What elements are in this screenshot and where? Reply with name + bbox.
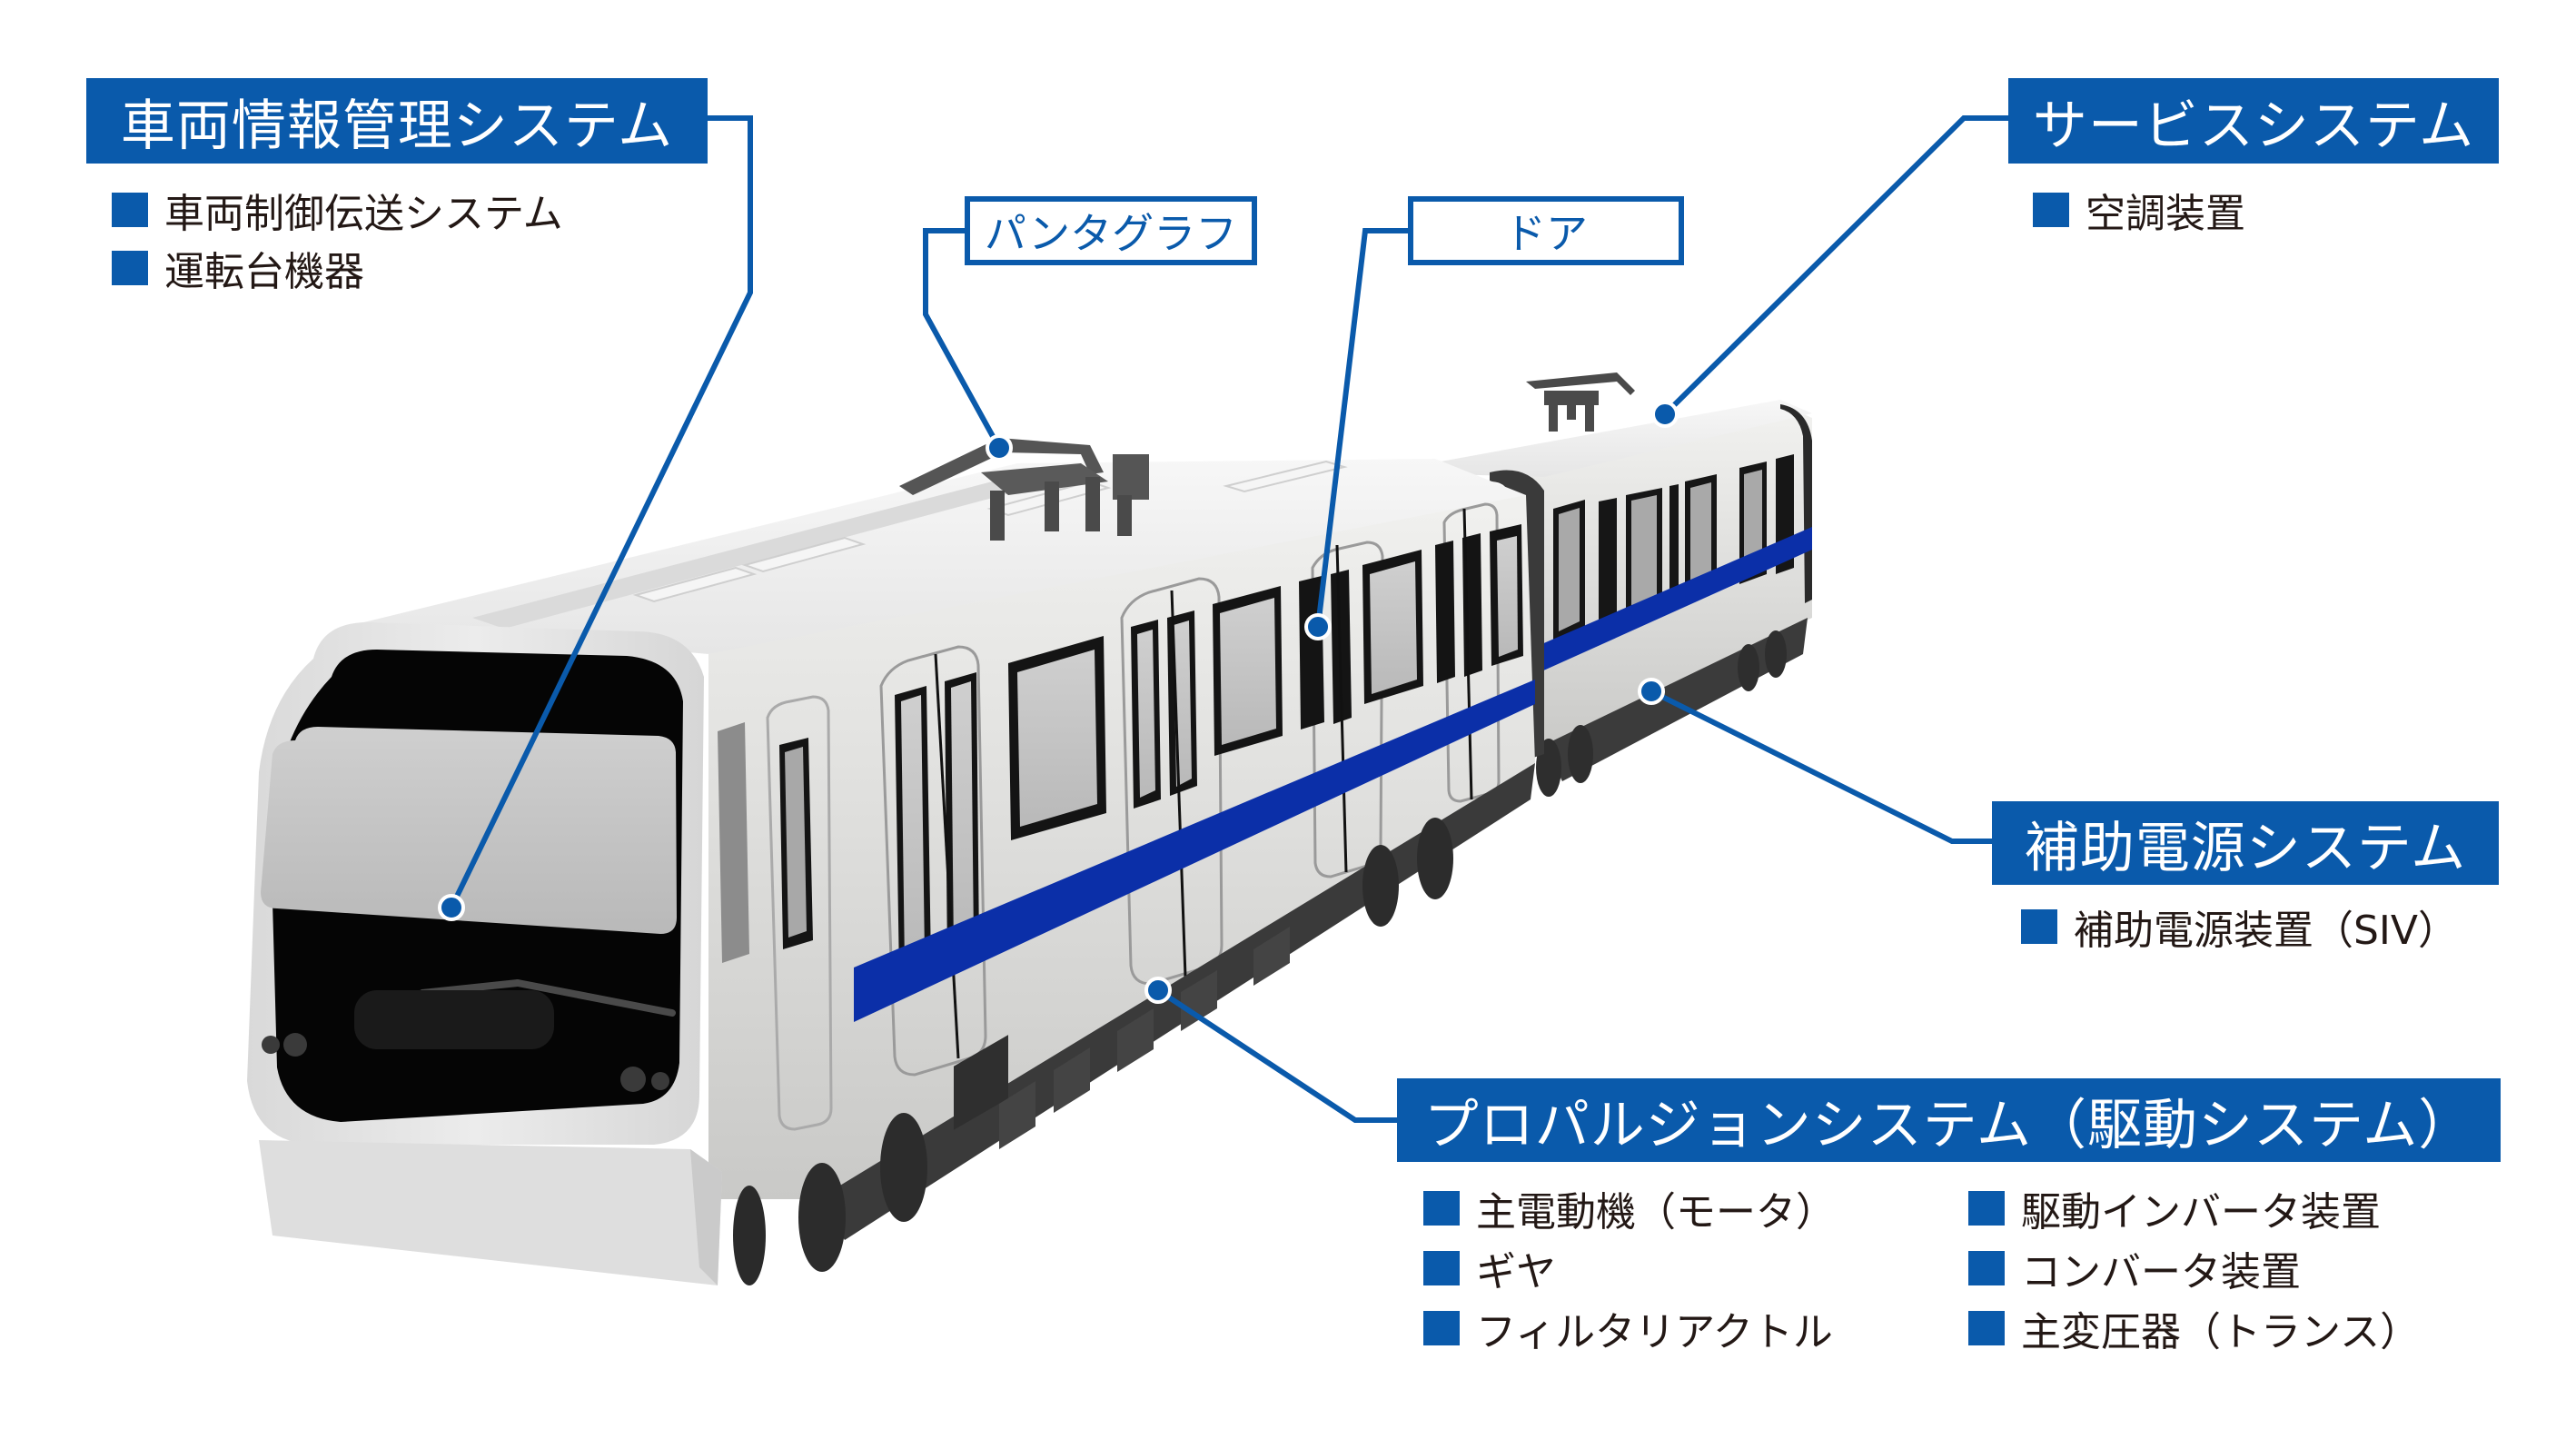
windscreen [261,727,677,934]
bullet-square-icon [1423,1311,1460,1345]
bullet-square-icon [1423,1251,1460,1285]
service-item: 空調装置 [2033,191,2245,237]
propulsion-item-label: フィルタリアクトル [1476,1309,1833,1355]
propulsion-item: フィルタリアクトル [1423,1309,1833,1355]
vehicle-info-item: 運転台機器 [112,249,364,295]
propulsion-item-label: ギヤ [1476,1249,1556,1295]
vehicle-info-system-title: 車両情報管理システム [86,78,708,164]
leader-vehicle-info [449,115,753,909]
leader-aux-power [1650,689,1992,844]
propulsion-item: 主電動機（モータ） [1423,1189,1836,1236]
leader-lines [449,115,2008,1123]
propulsion-item: 駆動インバータ装置 [1968,1189,2381,1236]
propulsion-item: ギヤ [1423,1249,1556,1295]
dot-propulsion [1144,977,1172,1004]
rear-pantograph [1526,372,1635,432]
propulsion-item-label: 主電動機（モータ） [1476,1189,1836,1236]
leader-propulsion [1156,988,1397,1123]
leader-pantograph [923,228,1002,450]
leader-service [1662,115,2008,417]
propulsion-item-label: 主変圧器（トランス） [2021,1309,2421,1355]
bullet-square-icon [1423,1191,1460,1226]
vehicle-info-item: 車両制御伝送システム [112,191,563,237]
service-item-label: 空調装置 [2086,191,2245,237]
pantograph-label: パンタグラフ [965,196,1257,265]
bullet-square-icon [2021,909,2057,944]
dot-aux-power [1638,678,1665,705]
propulsion-item: 主変圧器（トランス） [1968,1309,2420,1355]
front-car [247,438,1535,1285]
bullet-square-icon [1968,1311,2005,1345]
vehicle-info-item-label: 運転台機器 [164,249,364,295]
dot-service [1651,401,1679,428]
vehicle-info-item-label: 車両制御伝送システム [164,191,563,237]
leader-door [1315,228,1408,628]
bullet-square-icon [112,251,148,285]
aux-power-item: 補助電源装置（SIV） [2021,908,2458,954]
front-pantograph [899,438,1149,541]
propulsion-system-title: プロパルジョンシステム（駆動システム） [1397,1078,2501,1162]
door-label: ドア [1408,196,1684,265]
propulsion-item-label: コンバータ装置 [2021,1249,2301,1295]
bullet-square-icon [1968,1251,2005,1285]
aux-power-system-title: 補助電源システム [1992,801,2499,885]
rear-car [1381,372,1812,797]
propulsion-item-label: 駆動インバータ装置 [2021,1189,2381,1236]
leader-dots [438,401,1679,1004]
bullet-square-icon [2033,193,2069,227]
front-skirt [259,1140,722,1285]
dot-pantograph [986,434,1013,461]
aux-power-item-label: 補助電源装置（SIV） [2074,908,2459,954]
wheels [798,818,1453,1272]
bullet-square-icon [1968,1191,2005,1226]
bullet-square-icon [112,193,148,227]
dot-door [1304,613,1332,640]
dot-vehicle-info [438,894,465,921]
service-system-title: サービスシステム [2008,78,2499,164]
propulsion-item: コンバータ装置 [1968,1249,2301,1295]
